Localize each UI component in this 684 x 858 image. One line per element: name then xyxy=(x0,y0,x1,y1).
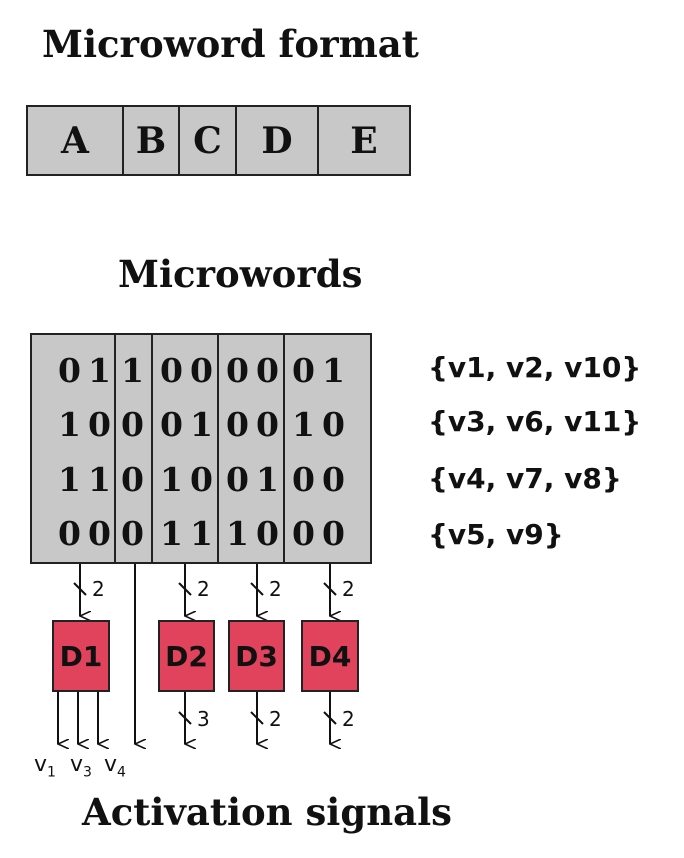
microword-bit: 1 xyxy=(121,351,144,390)
microword-bit: 0 xyxy=(256,405,279,444)
activation-signals-title: Activation signals xyxy=(82,790,452,834)
microword-bit: 1 xyxy=(190,514,213,553)
microword-bit: 0 xyxy=(256,514,279,553)
output-label-sub: 1 xyxy=(47,764,56,781)
microword-bit: 0 xyxy=(88,405,111,444)
signal-set-row-4: {v5, v9} xyxy=(428,518,564,551)
microword-bit: 1 xyxy=(160,514,183,553)
microwords-title: Microwords xyxy=(118,252,363,296)
d1-input-width-label: 2 xyxy=(92,577,105,601)
decoder-d3: D3 xyxy=(228,620,285,692)
bus-width-slash xyxy=(250,582,264,596)
field-separator xyxy=(283,333,285,564)
bus-width-slash xyxy=(178,711,192,725)
output-label-sub: 3 xyxy=(83,764,92,781)
decoder-d1: D1 xyxy=(52,620,110,692)
microword-bit: 1 xyxy=(88,351,111,390)
format-field-d: D xyxy=(235,105,319,176)
decoder-d4: D4 xyxy=(301,620,359,692)
bus-width-slash xyxy=(323,711,337,725)
microword-bit: 0 xyxy=(190,460,213,499)
microword-table xyxy=(30,333,372,564)
microword-bit: 1 xyxy=(322,351,345,390)
bus-width-slash xyxy=(178,582,192,596)
bus-width-slash xyxy=(323,582,337,596)
bus-width-slash xyxy=(73,582,87,596)
microword-bit: 1 xyxy=(292,405,315,444)
microword-bit: 1 xyxy=(226,514,249,553)
output-label-sub: 4 xyxy=(117,764,126,781)
microword-bit: 0 xyxy=(322,460,345,499)
microword-bit: 0 xyxy=(292,351,315,390)
microword-bit: 0 xyxy=(58,351,81,390)
field-separator xyxy=(151,333,153,564)
microword-bit: 0 xyxy=(160,405,183,444)
microword-bit: 1 xyxy=(160,460,183,499)
microword-bit: 0 xyxy=(58,514,81,553)
field-separator xyxy=(114,333,116,564)
bus-width-slash xyxy=(250,711,264,725)
format-field-c: C xyxy=(178,105,237,176)
signal-set-row-3: {v4, v7, v8} xyxy=(428,462,622,495)
output-label-base: v xyxy=(104,752,118,777)
microword-bit: 0 xyxy=(160,351,183,390)
signal-set-row-2: {v3, v6, v11} xyxy=(428,405,642,438)
output-label-base: v xyxy=(34,752,48,777)
microword-bit: 0 xyxy=(226,351,249,390)
d4-output-width-label: 2 xyxy=(342,707,355,731)
microword-bit: 0 xyxy=(292,460,315,499)
microword-bit: 0 xyxy=(322,405,345,444)
d2-input-width-label: 2 xyxy=(197,577,210,601)
decoder-d2: D2 xyxy=(158,620,215,692)
output-label-v1: v1 xyxy=(34,752,56,780)
microword-bit: 0 xyxy=(226,460,249,499)
d2-output-width-label: 3 xyxy=(197,707,210,731)
output-label-v4: v4 xyxy=(104,752,126,780)
microword-bit: 0 xyxy=(322,514,345,553)
microword-bit: 1 xyxy=(58,405,81,444)
microword-bit: 1 xyxy=(58,460,81,499)
d3-input-width-label: 2 xyxy=(269,577,282,601)
microword-bit: 0 xyxy=(121,405,144,444)
microword-bit: 1 xyxy=(256,460,279,499)
field-separator xyxy=(217,333,219,564)
format-field-e: E xyxy=(317,105,411,176)
d3-output-width-label: 2 xyxy=(269,707,282,731)
d4-input-width-label: 2 xyxy=(342,577,355,601)
microword-bit: 0 xyxy=(190,351,213,390)
signal-set-row-1: {v1, v2, v10} xyxy=(428,351,642,384)
microword-bit: 1 xyxy=(88,460,111,499)
microword-format-title: Microword format xyxy=(42,22,419,66)
microword-bit: 0 xyxy=(121,514,144,553)
format-field-b: B xyxy=(122,105,180,176)
microword-bit: 0 xyxy=(226,405,249,444)
output-label-base: v xyxy=(70,752,84,777)
microword-bit: 1 xyxy=(190,405,213,444)
output-label-v3: v3 xyxy=(70,752,92,780)
microword-bit: 0 xyxy=(121,460,144,499)
microword-bit: 0 xyxy=(256,351,279,390)
microword-bit: 0 xyxy=(292,514,315,553)
microword-bit: 0 xyxy=(88,514,111,553)
